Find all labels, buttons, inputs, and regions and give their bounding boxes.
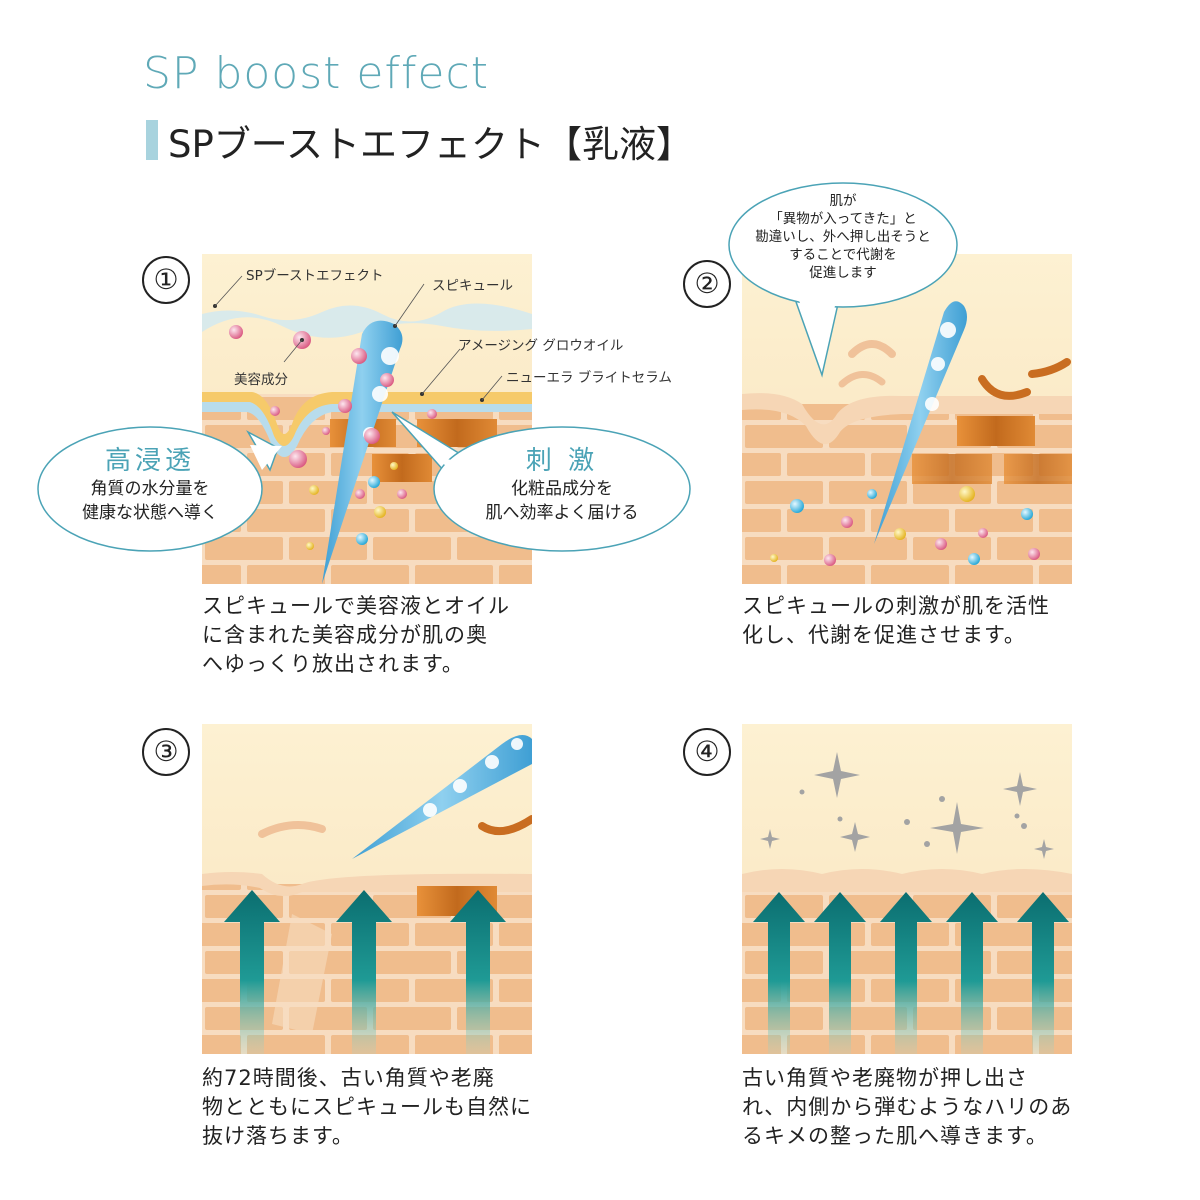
label-beauty-ingredients: 美容成分 bbox=[234, 372, 288, 388]
caption-4-line-3: るキメの整った肌へ導きます。 bbox=[742, 1124, 1048, 1148]
title-english: SP boost effect bbox=[143, 48, 489, 99]
bubble-right-head: 刺 激 bbox=[525, 446, 599, 476]
title-accent-bar bbox=[146, 120, 158, 160]
caption-step-3: 約72時間後、古い角質や老廃 物とともにスピキュールも自然に 抜け落ちます。 bbox=[202, 1064, 537, 1151]
speech-line-2: 「異物が入ってきた」と bbox=[769, 211, 917, 227]
speech-line-1: 肌が bbox=[829, 193, 857, 209]
speech-line-4: することで代謝を bbox=[789, 247, 897, 263]
speech-text-step-2: 肌が 「異物が入ってきた」と 勘違いし、外へ押し出そうと することで代謝を 促進… bbox=[735, 192, 951, 282]
caption-2-line-2: 化し、代謝を促進させます。 bbox=[742, 623, 1026, 647]
label-new-era-serum: ニューエラ ブライトセラム bbox=[506, 370, 672, 386]
step-number-1: ① bbox=[142, 256, 190, 304]
caption-4-line-2: れ、内側から弾むようなハリのあ bbox=[742, 1095, 1073, 1119]
speech-line-5: 促進します bbox=[809, 265, 877, 281]
step-number-3: ③ bbox=[142, 728, 190, 776]
step-number-4: ④ bbox=[683, 728, 731, 776]
caption-3-line-1: 約72時間後、古い角質や老廃 bbox=[202, 1066, 495, 1090]
panel-step-3 bbox=[202, 724, 532, 1054]
caption-step-1: スピキュールで美容液とオイル に含まれた美容成分が肌の奥 へゆっくり放出されます… bbox=[202, 592, 537, 679]
caption-4-line-1: 古い角質や老廃物が押し出さ bbox=[742, 1066, 1028, 1090]
caption-step-4: 古い角質や老廃物が押し出さ れ、内側から弾むようなハリのあ るキメの整った肌へ導… bbox=[742, 1064, 1077, 1151]
panel-step-2 bbox=[742, 254, 1072, 584]
bubble-left-head: 高浸透 bbox=[104, 446, 195, 476]
bubble-high-penetration: 高浸透 角質の水分量を 健康な状態へ導く bbox=[60, 440, 240, 525]
caption-3-line-2: 物とともにスピキュールも自然に bbox=[202, 1095, 532, 1119]
speech-line-3: 勘違いし、外へ押し出そうと bbox=[755, 229, 931, 245]
title-japanese: SPブーストエフェクト【乳液】 bbox=[168, 123, 693, 166]
caption-step-2: スピキュールの刺激が肌を活性 化し、代謝を促進させます。 bbox=[742, 592, 1077, 650]
bubble-stimulation: 刺 激 化粧品成分を 肌へ効率よく届ける bbox=[462, 440, 662, 525]
caption-1-line-2: に含まれた美容成分が肌の奥 bbox=[202, 623, 488, 647]
caption-1-line-1: スピキュールで美容液とオイル bbox=[202, 594, 510, 618]
panel-step-4 bbox=[742, 724, 1072, 1054]
caption-1-line-3: へゆっくり放出されます。 bbox=[202, 652, 464, 676]
label-amazing-glow-oil: アメージング グロウオイル bbox=[458, 338, 624, 354]
bubble-left-line-2: 健康な状態へ導く bbox=[82, 503, 218, 523]
step-number-2: ② bbox=[683, 260, 731, 308]
bubble-right-line-1: 化粧品成分を bbox=[511, 479, 613, 499]
label-spicule: スピキュール bbox=[432, 278, 513, 294]
panel-step-1 bbox=[202, 254, 532, 584]
bubble-left-line-1: 角質の水分量を bbox=[90, 479, 210, 499]
bubble-right-line-2: 肌へ効率よく届ける bbox=[485, 503, 639, 523]
label-sp-boost: SPブーストエフェクト bbox=[246, 268, 384, 284]
caption-2-line-1: スピキュールの刺激が肌を活性 bbox=[742, 594, 1050, 618]
caption-3-line-3: 抜け落ちます。 bbox=[202, 1124, 354, 1148]
